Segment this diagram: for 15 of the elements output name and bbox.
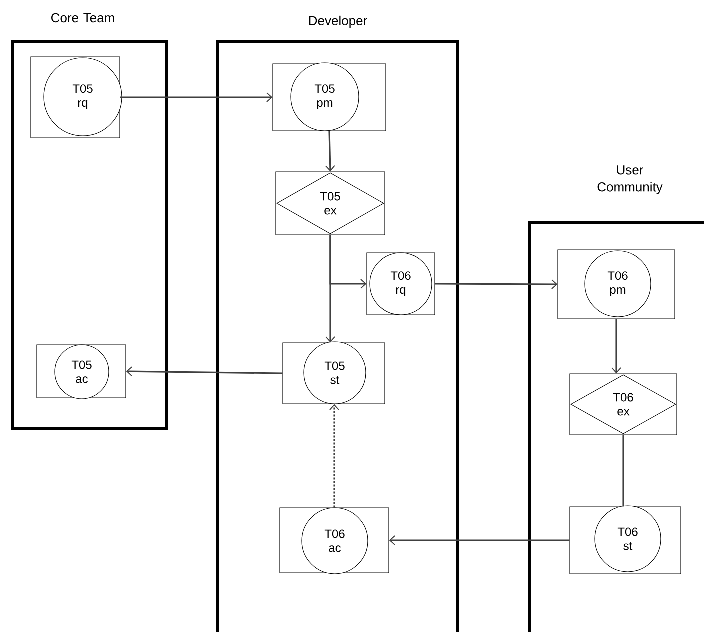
arrow <box>330 235 367 289</box>
arrow <box>325 131 336 172</box>
arrow <box>126 366 283 377</box>
task-box <box>272 64 386 132</box>
task-box <box>280 508 390 574</box>
task-box <box>558 250 676 320</box>
task-box <box>36 344 126 398</box>
arrow <box>435 279 558 290</box>
task-box <box>30 56 120 138</box>
task-box <box>570 506 682 574</box>
arrow <box>612 319 622 374</box>
arrow <box>389 536 570 546</box>
arrow <box>120 92 273 102</box>
task-box <box>282 342 386 404</box>
arrow <box>330 404 340 508</box>
